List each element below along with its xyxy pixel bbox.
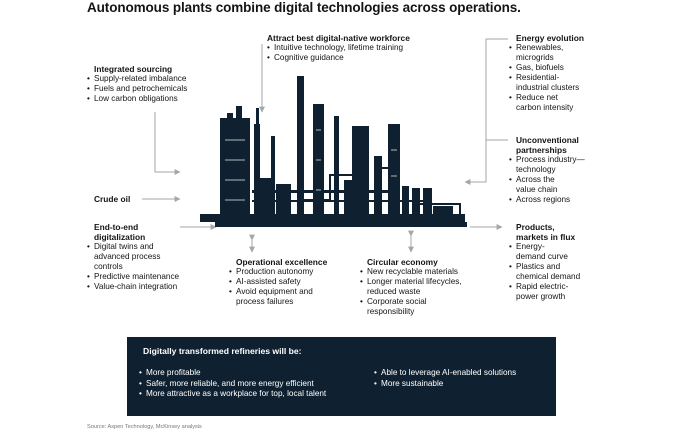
partnerships-block: Unconventional partnerships Process indu…	[509, 135, 585, 205]
summary-item: Safer, more reliable, and more energy ef…	[139, 379, 326, 390]
integrated-sourcing-item: Fuels and petrochemicals	[87, 84, 187, 94]
products-heading: Products,	[516, 222, 555, 232]
circular-heading: Circular economy	[367, 257, 438, 267]
products-item: Energy-demand curve	[509, 242, 580, 262]
circular-economy-block: Circular economy New recyclable material…	[360, 257, 462, 317]
products-item: Rapid electric-power growth	[509, 282, 580, 302]
energy-heading: Energy evolution	[516, 33, 584, 43]
operational-item: Production autonomy	[229, 267, 327, 277]
circular-item: Longer material lifecycles,reduced waste	[360, 277, 462, 297]
integrated-sourcing-block: Integrated sourcing Supply-related imbal…	[87, 64, 187, 104]
integrated-sourcing-heading: Integrated sourcing	[94, 64, 173, 74]
summary-col-2: Able to leverage AI-enabled solutions Mo…	[374, 368, 516, 389]
crude-oil-label: Crude oil	[94, 194, 131, 204]
operational-excellence-block: Operational excellence Production autono…	[229, 257, 327, 307]
arrow-energy	[464, 38, 508, 185]
integrated-sourcing-item: Low carbon obligations	[87, 94, 187, 104]
workforce-item: Cognitive guidance	[267, 53, 410, 63]
integrated-sourcing-item: Supply-related imbalance	[87, 74, 187, 84]
products-block: Products, markets in flux Energy-demand …	[509, 222, 580, 302]
partnerships-item: Process industry—technology	[509, 155, 585, 175]
e2e-heading: digitalization	[94, 232, 146, 242]
products-heading: markets in flux	[516, 232, 576, 242]
e2e-item: Value-chain integration	[87, 282, 179, 292]
operational-heading: Operational excellence	[236, 257, 328, 267]
e2e-item: Predictive maintenance	[87, 272, 179, 282]
partnerships-item: Across regions	[509, 195, 585, 205]
page-title: Autonomous plants combine digital techno…	[87, 0, 521, 15]
energy-evolution-block: Energy evolution Renewables,microgrids G…	[509, 33, 584, 113]
e2e-block: End-to-end digitalization Digital twins …	[87, 222, 179, 292]
summary-col-1: More profitable Safer, more reliable, an…	[139, 368, 326, 400]
source-note: Source: Aspen Technology, McKinsey analy…	[87, 424, 202, 430]
summary-box-title: Digitally transformed refineries will be…	[143, 346, 302, 356]
energy-item: Residential-industrial clusters	[509, 73, 584, 93]
circular-item: New recyclable materials	[360, 267, 462, 277]
workforce-item: Intuitive technology, lifetime training	[267, 43, 410, 53]
energy-item: Gas, biofuels	[509, 63, 584, 73]
e2e-heading: End-to-end	[94, 222, 139, 232]
arrow-integrated-sourcing	[154, 112, 181, 175]
workforce-block: Attract best digital-native workforce In…	[267, 33, 410, 63]
energy-item: Renewables,microgrids	[509, 43, 584, 63]
partnerships-heading: partnerships	[516, 145, 567, 155]
summary-item: Able to leverage AI-enabled solutions	[374, 368, 516, 379]
summary-item: More sustainable	[374, 379, 516, 390]
workforce-heading: Attract best digital-native workforce	[267, 33, 410, 43]
operational-item: AI-assisted safety	[229, 277, 327, 287]
summary-box: Digitally transformed refineries will be…	[127, 337, 556, 416]
summary-item: More profitable	[139, 368, 326, 379]
summary-item: More attractive as a workplace for top, …	[139, 389, 326, 400]
partnerships-heading: Unconventional	[516, 135, 579, 145]
